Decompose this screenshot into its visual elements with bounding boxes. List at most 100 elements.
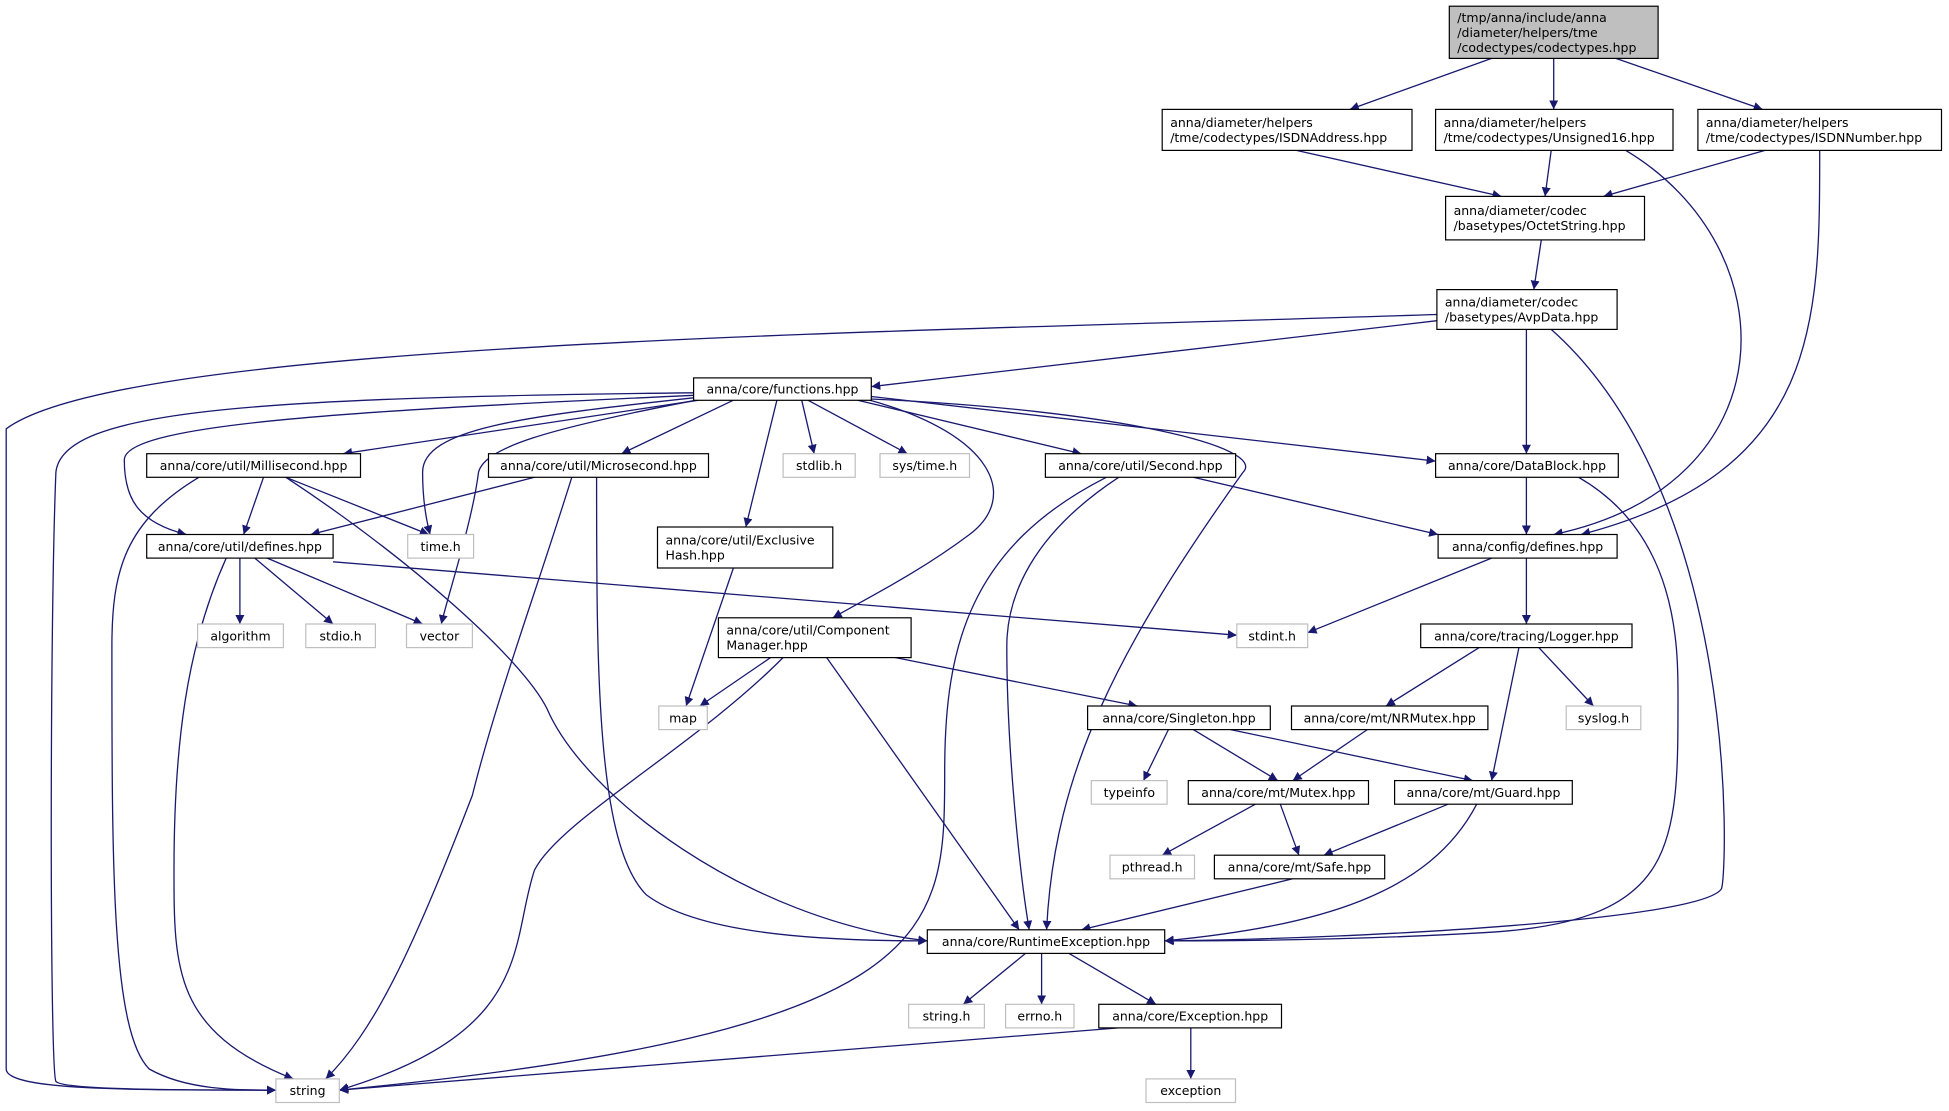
node-isdnnumber[interactable]: anna/diameter/helpers/tme/codectypes/ISD… (1697, 108, 1943, 152)
node-label-line: Manager.hpp (726, 638, 807, 653)
node-label-line: typeinfo (1104, 785, 1155, 800)
node-label-line: anna/diameter/helpers (1170, 115, 1313, 130)
edge-millisecond-to-utildefines (242, 477, 265, 535)
edge-second-to-runtimeexception (1006, 476, 1120, 930)
node-box (197, 623, 285, 649)
node-box (1565, 705, 1642, 731)
node-label-line: /tme/codectypes/ISDNAddress.hpp (1170, 130, 1387, 145)
node-label-line: /tme/codectypes/Unsigned16.hpp (1444, 130, 1655, 145)
edge-mutex-to-pthread (1161, 803, 1256, 856)
node-box (1086, 705, 1271, 731)
edge-mutex-to-safe (1279, 803, 1301, 856)
edge-componentmanager-to-map (699, 656, 772, 707)
node-label-line: anna/core/util/Second.hpp (1058, 458, 1222, 473)
edge-microsecond-to-string (325, 477, 573, 1080)
node-exceptionhpp[interactable]: anna/core/Exception.hpp (1098, 1003, 1283, 1029)
node-guard[interactable]: anna/core/mt/Guard.hpp (1393, 779, 1573, 805)
node-box (1044, 453, 1237, 478)
node-box (146, 453, 362, 478)
node-second[interactable]: anna/core/util/Second.hpp (1044, 453, 1237, 478)
node-algorithm: algorithm (197, 623, 285, 649)
edge-datablock-to-runtimeexception (1164, 476, 1679, 946)
node-box (1145, 1078, 1237, 1104)
node-label-line: errno.h (1017, 1009, 1062, 1024)
node-map: map (658, 705, 708, 731)
node-label-line: string.h (923, 1009, 971, 1024)
node-box (1213, 854, 1386, 880)
edge-guard-to-safe (1323, 803, 1449, 856)
node-label-line: map (669, 710, 697, 725)
node-label-line: anna/core/tracing/Logger.hpp (1434, 628, 1619, 643)
node-stdlib: stdlib.h (782, 453, 856, 478)
edge-componentmanager-to-string (339, 657, 784, 1092)
edge-exclusivehash-to-map (684, 567, 735, 707)
edge-isdnaddress-to-octetstring (1296, 149, 1502, 199)
node-unsigned16[interactable]: anna/diameter/helpers/tme/codectypes/Uns… (1434, 108, 1674, 152)
node-box (1448, 5, 1659, 60)
node-box (1697, 108, 1943, 152)
node-nrmutex[interactable]: anna/core/mt/NRMutex.hpp (1290, 705, 1489, 731)
node-configdefines[interactable]: anna/config/defines.hpp (1437, 533, 1618, 559)
edge-runtimeexception-to-exceptionhpp (1068, 952, 1157, 1005)
edge-logger-to-guard (1489, 647, 1520, 781)
edge-singleton-to-guard (1230, 728, 1474, 784)
node-box (1187, 779, 1370, 805)
edge-functions-to-millisecond (343, 399, 699, 457)
node-datablock[interactable]: anna/core/DataBlock.hpp (1434, 453, 1619, 478)
edge-unsigned16-to-configdefines (1553, 149, 1742, 538)
node-box (717, 617, 912, 659)
node-box (1437, 533, 1618, 559)
edge-logger-to-syslog (1538, 647, 1594, 707)
node-label-line: /codectypes/codectypes.hpp (1457, 40, 1636, 55)
node-label-line: string (290, 1083, 326, 1098)
node-label-line: anna/core/RuntimeException.hpp (942, 934, 1150, 949)
node-label-line: anna/core/mt/Guard.hpp (1407, 785, 1561, 800)
node-safe[interactable]: anna/core/mt/Safe.hpp (1213, 854, 1386, 880)
node-label-line: stdlib.h (796, 458, 842, 473)
node-octetstring[interactable]: anna/diameter/codec/basetypes/OctetStrin… (1444, 195, 1646, 241)
node-label-line: /diameter/helpers/tme (1457, 25, 1598, 40)
node-mutex[interactable]: anna/core/mt/Mutex.hpp (1187, 779, 1370, 805)
node-millisecond[interactable]: anna/core/util/Millisecond.hpp (146, 453, 362, 478)
node-utildefines[interactable]: anna/core/util/defines.hpp (146, 533, 334, 559)
edge-utildefines-to-vector (266, 557, 423, 625)
node-errnoh: errno.h (1004, 1003, 1075, 1029)
edge-functions-to-exclusivehash (743, 400, 778, 528)
edge-utildefines-to-stdioh (254, 557, 334, 625)
edge-root-to-isdnnumber (1615, 57, 1763, 111)
node-logger[interactable]: anna/core/tracing/Logger.hpp (1420, 623, 1633, 649)
node-box (1290, 705, 1489, 731)
node-label-line: /basetypes/AvpData.hpp (1445, 310, 1598, 325)
node-microsecond[interactable]: anna/core/util/Microsecond.hpp (487, 453, 710, 478)
node-systime: sys/time.h (879, 453, 971, 478)
node-isdnaddress[interactable]: anna/diameter/helpers/tme/codectypes/ISD… (1161, 108, 1413, 152)
node-functions[interactable]: anna/core/functions.hpp (692, 377, 872, 401)
node-avpdata[interactable]: anna/diameter/codec/basetypes/AvpData.hp… (1436, 289, 1618, 331)
edge-functions-to-runtimeexception (871, 398, 1247, 930)
edge-isdnnumber-to-configdefines (1580, 150, 1821, 537)
node-box (658, 705, 708, 731)
edge-singleton-to-typeinfo (1142, 729, 1169, 781)
node-box (1161, 108, 1413, 152)
node-root[interactable]: /tmp/anna/include/anna/diameter/helpers/… (1448, 5, 1659, 60)
edge-functions-to-microsecond (621, 399, 734, 455)
node-box (405, 623, 474, 649)
edges-layer (5, 57, 1821, 1095)
edge-octetstring-to-avpdata (1530, 239, 1542, 290)
edge-utildefines-to-string (173, 557, 294, 1080)
node-label-line: anna/core/util/Millisecond.hpp (160, 458, 348, 473)
node-box (1434, 108, 1674, 152)
node-singleton[interactable]: anna/core/Singleton.hpp (1086, 705, 1271, 731)
node-runtimeexception[interactable]: anna/core/RuntimeException.hpp (926, 929, 1166, 954)
edge-nrmutex-to-mutex (1292, 729, 1368, 782)
node-box (907, 1003, 985, 1029)
edge-avpdata-to-runtimeexception (1164, 328, 1725, 946)
node-box (275, 1078, 340, 1104)
edge-logger-to-nrmutex (1385, 647, 1480, 707)
edge-runtimeexception-to-stringh (962, 952, 1026, 1005)
node-exception: exception (1145, 1078, 1237, 1104)
node-box (879, 453, 971, 478)
